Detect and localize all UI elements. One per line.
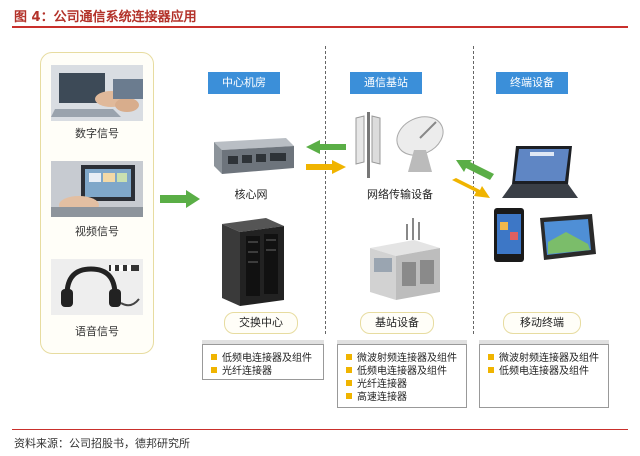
signal-flow-arrow xyxy=(160,190,200,208)
satellite-dish-icon xyxy=(392,114,448,174)
connector-list-base-station: 微波射频连接器及组件 低频电连接器及组件 光纤连接器 高速连接器 xyxy=(337,340,467,408)
mobile-terminal-label: 移动终端 xyxy=(503,312,581,334)
voice-signal-label: 语音信号 xyxy=(75,325,119,338)
network-transmission-label: 网络传输设备 xyxy=(367,188,433,201)
tablet-video-photo xyxy=(51,161,143,217)
list-item: 微波射频连接器及组件 xyxy=(488,349,599,364)
digital-signal-label: 数字信号 xyxy=(75,127,119,140)
signal-sources-panel: 数字信号 视频信号 语音信号 xyxy=(40,52,154,354)
column-divider-1 xyxy=(325,46,326,334)
tablet-icon xyxy=(536,214,596,260)
antenna-tower-icon xyxy=(352,112,386,178)
switching-center-label: 交换中心 xyxy=(224,312,298,334)
base-station-equipment-icon xyxy=(364,218,444,302)
core-network-label: 核心网 xyxy=(234,188,268,201)
footer-divider xyxy=(12,429,628,430)
arrow-left-green xyxy=(306,140,346,154)
list-item: 高速连接器 xyxy=(346,388,407,403)
video-signal-label: 视频信号 xyxy=(75,225,119,238)
list-item: 微波射频连接器及组件 xyxy=(346,349,457,364)
base-station-label: 基站设备 xyxy=(360,312,434,334)
headphones-photo xyxy=(51,259,143,315)
smartphone-icon xyxy=(494,208,524,262)
list-item: 光纤连接器 xyxy=(211,362,272,377)
list-item: 低频电连接器及组件 xyxy=(211,349,312,364)
laptop-typing-photo xyxy=(51,65,143,121)
connector-list-central: 低频电连接器及组件 光纤连接器 xyxy=(202,340,324,380)
list-item: 低频电连接器及组件 xyxy=(488,362,589,377)
arrow-right-yellow xyxy=(306,160,346,174)
list-item: 低频电连接器及组件 xyxy=(346,362,447,377)
title-divider xyxy=(12,26,628,28)
core-network-server-icon xyxy=(206,136,294,176)
laptop-icon xyxy=(502,146,578,202)
switching-cabinet-icon xyxy=(222,218,284,306)
list-item: 光纤连接器 xyxy=(346,375,407,390)
source-note: 资料来源：公司招股书，德邦研究所 xyxy=(14,437,190,450)
figure-title: 图 4：公司通信系统连接器应用 xyxy=(14,10,197,25)
heading-base-station: 通信基站 xyxy=(350,72,422,94)
heading-central-office: 中心机房 xyxy=(208,72,280,94)
heading-terminal: 终端设备 xyxy=(496,72,568,94)
connector-list-terminal: 微波射频连接器及组件 低频电连接器及组件 xyxy=(479,340,609,408)
arrow-diagonal-pair xyxy=(452,160,494,200)
